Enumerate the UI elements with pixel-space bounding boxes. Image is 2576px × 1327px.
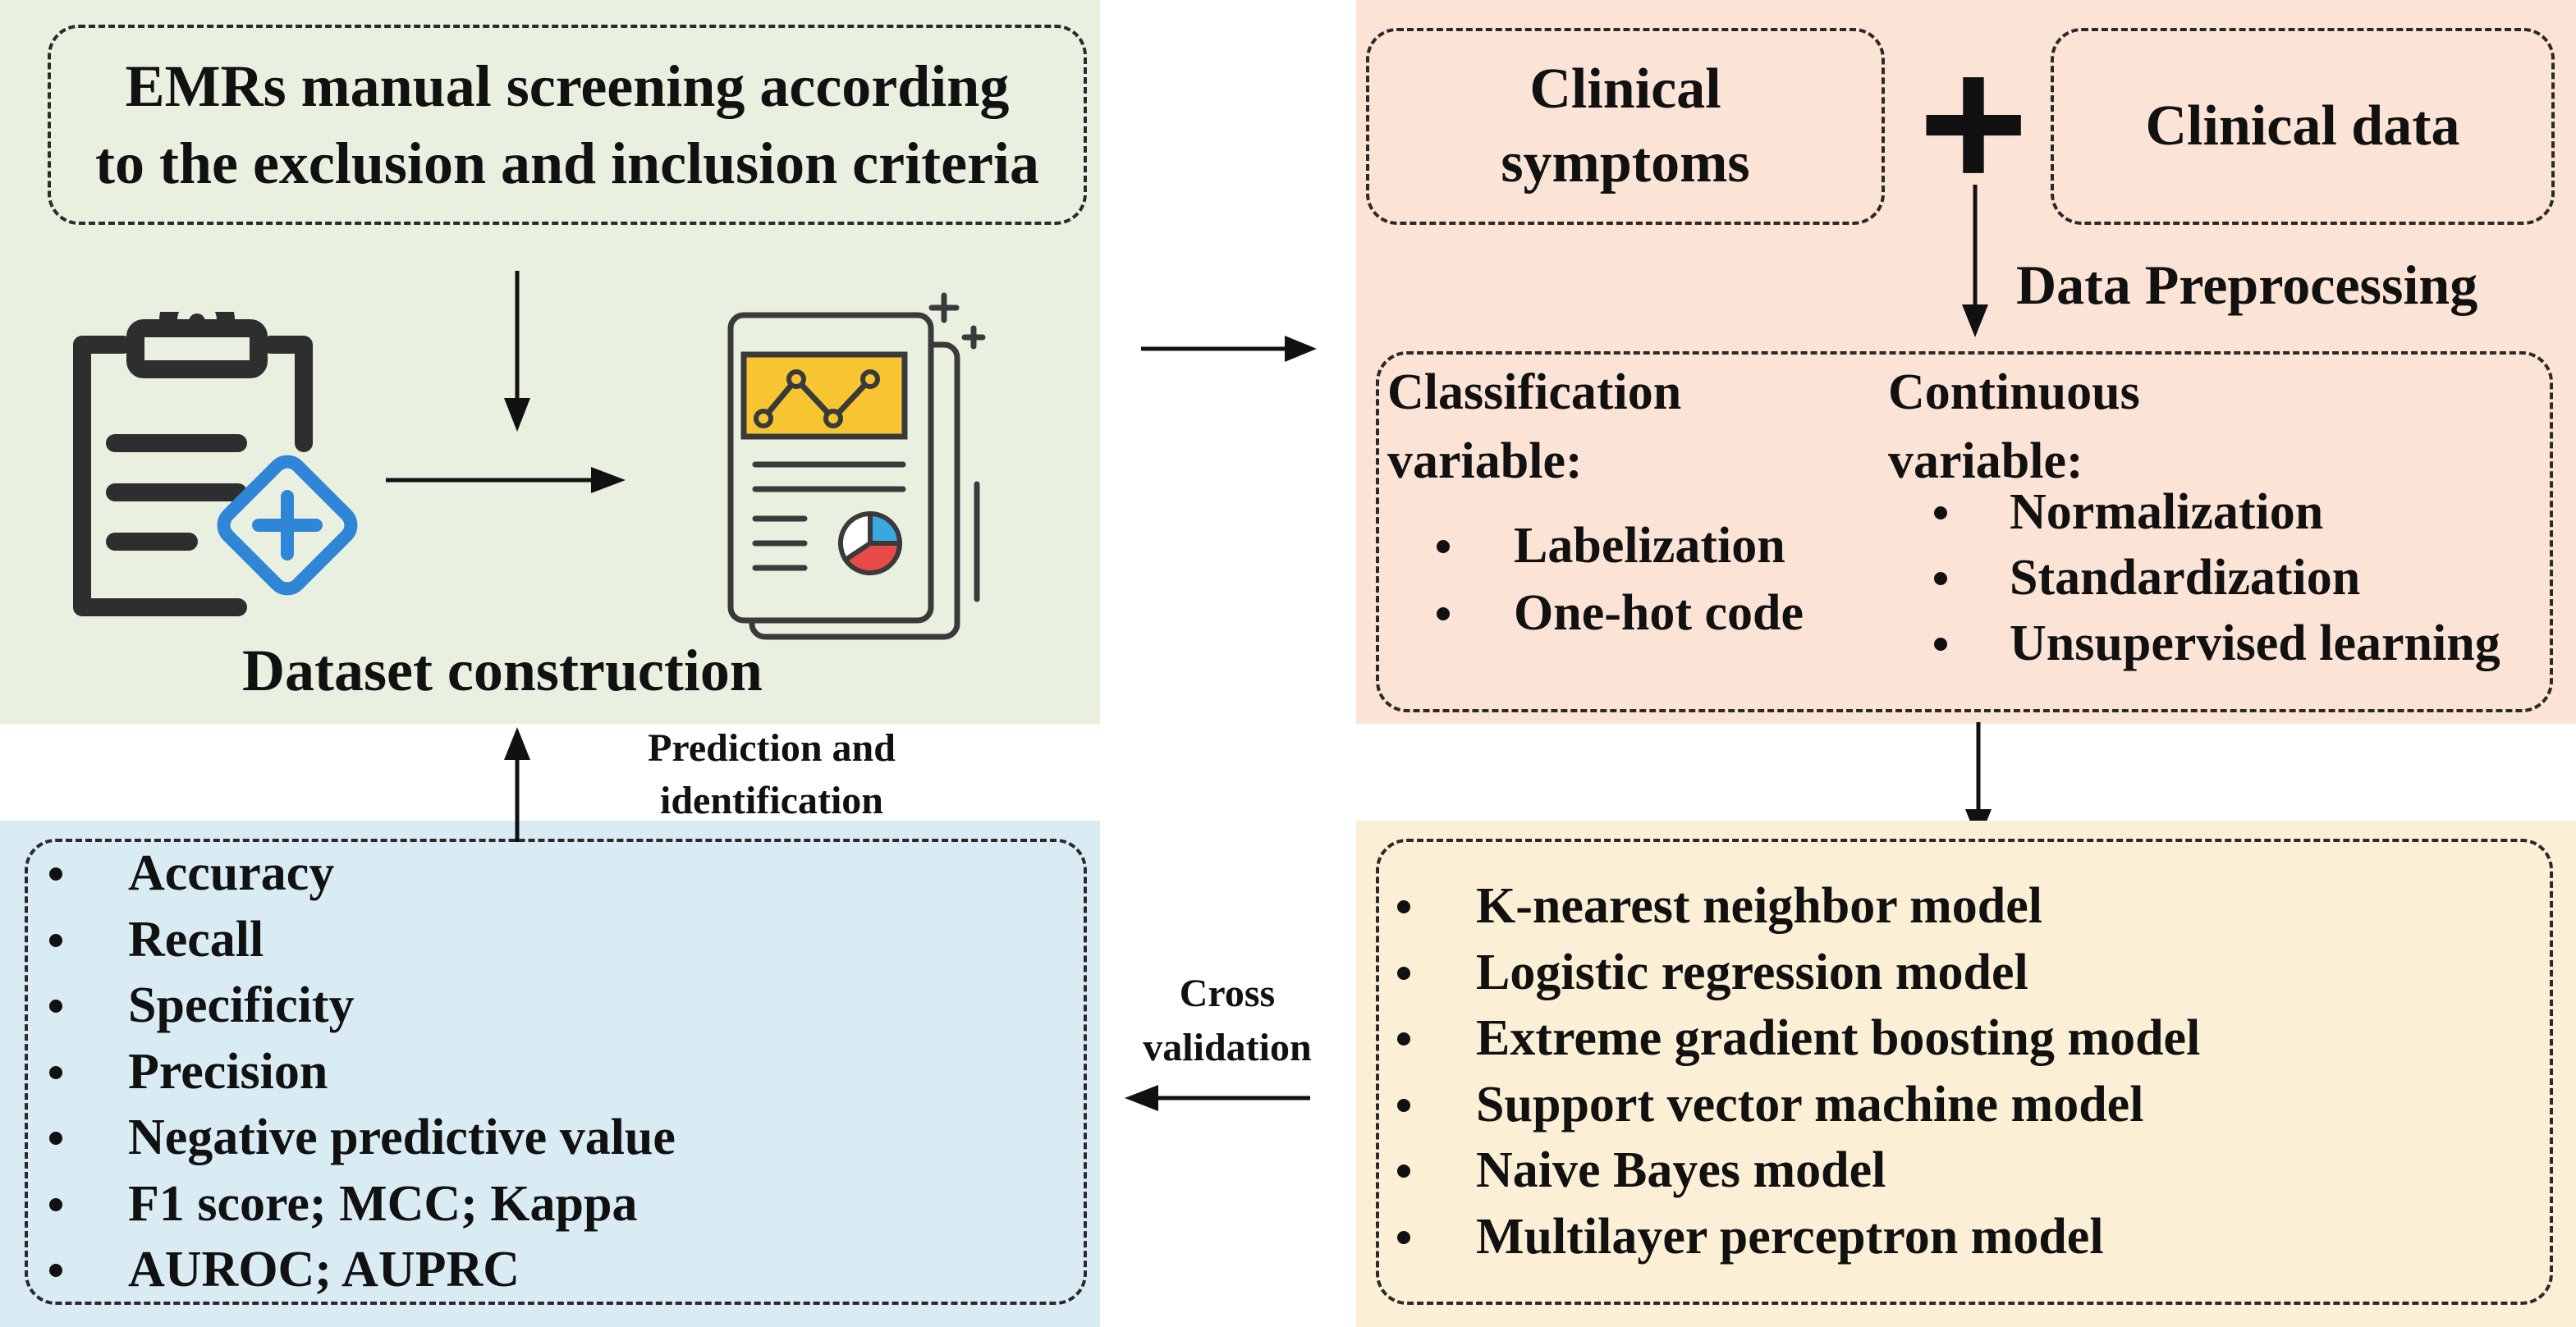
list-item: Standardization [1934,545,2500,611]
metrics-box [25,839,1087,1305]
list-item: AUROC; AUPRC [49,1237,676,1303]
cross-validation-label: Cross validation [1116,967,1338,1075]
models-list: K-nearest neighbor model Logistic regres… [1397,873,2200,1270]
bullet-dot [49,1132,62,1145]
bullet-dot [1437,540,1450,553]
bullet-dot [1397,1098,1410,1112]
list-item-text: Recall [128,911,264,968]
bullet-dot [49,1264,62,1277]
list-item: One-hot code [1437,579,1804,647]
prediction-label: Prediction and identification [591,722,952,827]
list-item-text: Specificity [128,977,355,1033]
list-item-text: AUROC; AUPRC [128,1242,520,1297]
list-item-text: K-nearest neighbor model [1476,878,2043,934]
preprocessing-panel [1356,0,2576,724]
bullet-dot [1397,900,1410,913]
models-panel [1356,821,2576,1327]
bullet-dot [1934,506,1947,519]
list-item: Accuracy [49,840,676,907]
list-item: Recall [49,907,676,973]
clinical-data-label: Clinical data [2145,94,2460,158]
list-item: Unsupervised learning [1934,611,2500,676]
report-chart-icon [727,292,986,640]
list-item-text: Unsupervised learning [2010,615,2500,671]
list-item-text: One-hot code [1514,585,1804,641]
continuous-title-1: Continuous [1888,364,2140,420]
list-item-text: Multilayer perceptron model [1476,1208,2104,1265]
clipboard-medical-icon [73,312,358,616]
list-item: K-nearest neighbor model [1397,873,2200,940]
list-item: Precision [49,1039,676,1105]
symptoms-line-1: Clinical [1529,57,1721,121]
prediction-up-arrow [504,727,530,842]
bullet-dot [1934,572,1947,585]
classification-title: Classification variable: [1387,358,1681,496]
models-box [1376,839,2553,1305]
list-item: F1 score; MCC; Kappa [49,1171,676,1238]
clinical-data-down-arrow [1962,185,1988,337]
bullet-dot [49,933,62,947]
cross-validation-line-1: Cross [1179,972,1276,1015]
list-item: Labelization [1437,512,1804,579]
list-item-text: Precision [128,1043,328,1100]
screening-down-arrow [504,271,530,432]
cross-validation-line-2: validation [1143,1026,1312,1069]
bullet-dot [1437,607,1450,620]
list-item-text: F1 score; MCC; Kappa [128,1175,638,1232]
bullet-dot [49,1065,62,1079]
bullet-dot [1397,1032,1410,1046]
list-item-text: Accuracy [128,845,335,901]
classification-list: Labelization One-hot code [1437,512,1804,647]
list-item: Naive Bayes model [1397,1137,2200,1204]
dataset-construction-label: Dataset construction [242,638,763,703]
bullet-dot [49,1197,62,1211]
bullet-dot [49,867,62,881]
classification-title-1: Classification [1387,364,1682,420]
list-item: Support vector machine model [1397,1072,2200,1138]
list-item: Extreme gradient boosting model [1397,1005,2200,1072]
list-item-text: Normalization [2010,484,2324,540]
list-item-text: Support vector machine model [1476,1076,2144,1133]
prediction-line-1: Prediction and [648,726,896,770]
metrics-panel [0,821,1100,1327]
bullet-dot [1397,1165,1410,1178]
prediction-line-2: identification [660,779,883,822]
clipboard-to-report-arrow [386,467,626,493]
bullet-dot [49,1000,62,1013]
bullet-dot [1397,1230,1410,1244]
cross-validation-arrow [1125,1085,1310,1111]
continuous-list: Normalization Standardization Unsupervis… [1934,479,2500,676]
list-item-text: Labelization [1514,518,1785,574]
list-item: Specificity [49,972,676,1039]
list-item: Multilayer perceptron model [1397,1204,2200,1270]
list-item-text: Logistic regression model [1476,944,2028,1000]
list-item: Logistic regression model [1397,940,2200,1006]
symptoms-line-2: symptoms [1501,131,1750,194]
preprocessing-box [1376,351,2553,712]
screening-line-2: to the exclusion and inclusion criteria [95,130,1039,196]
continuous-title-2: variable: [1888,433,2083,489]
clinical-symptoms-box: Clinical symptoms [1366,28,1885,225]
bullet-dot [1934,638,1947,651]
list-item: Negative predictive value [49,1105,676,1171]
list-item-text: Extreme gradient boosting model [1476,1010,2201,1066]
list-item-text: Negative predictive value [128,1110,676,1165]
list-item-text: Naive Bayes model [1476,1142,1886,1198]
continuous-title: Continuous variable: [1888,358,2140,496]
screening-box: EMRs manual screening according to the e… [48,25,1087,225]
dataset-to-inputs-arrow [1141,336,1317,362]
classification-title-2: variable: [1387,433,1583,489]
list-item-text: Standardization [2010,550,2361,606]
clinical-data-box: Clinical data [2051,28,2555,225]
metrics-list: Accuracy Recall Specificity Precision Ne… [49,840,676,1303]
data-preprocessing-label: Data Preprocessing [2016,254,2478,316]
screening-line-1: EMRs manual screening according [125,53,1010,119]
list-item: Normalization [1934,479,2500,545]
bullet-dot [1397,966,1410,980]
